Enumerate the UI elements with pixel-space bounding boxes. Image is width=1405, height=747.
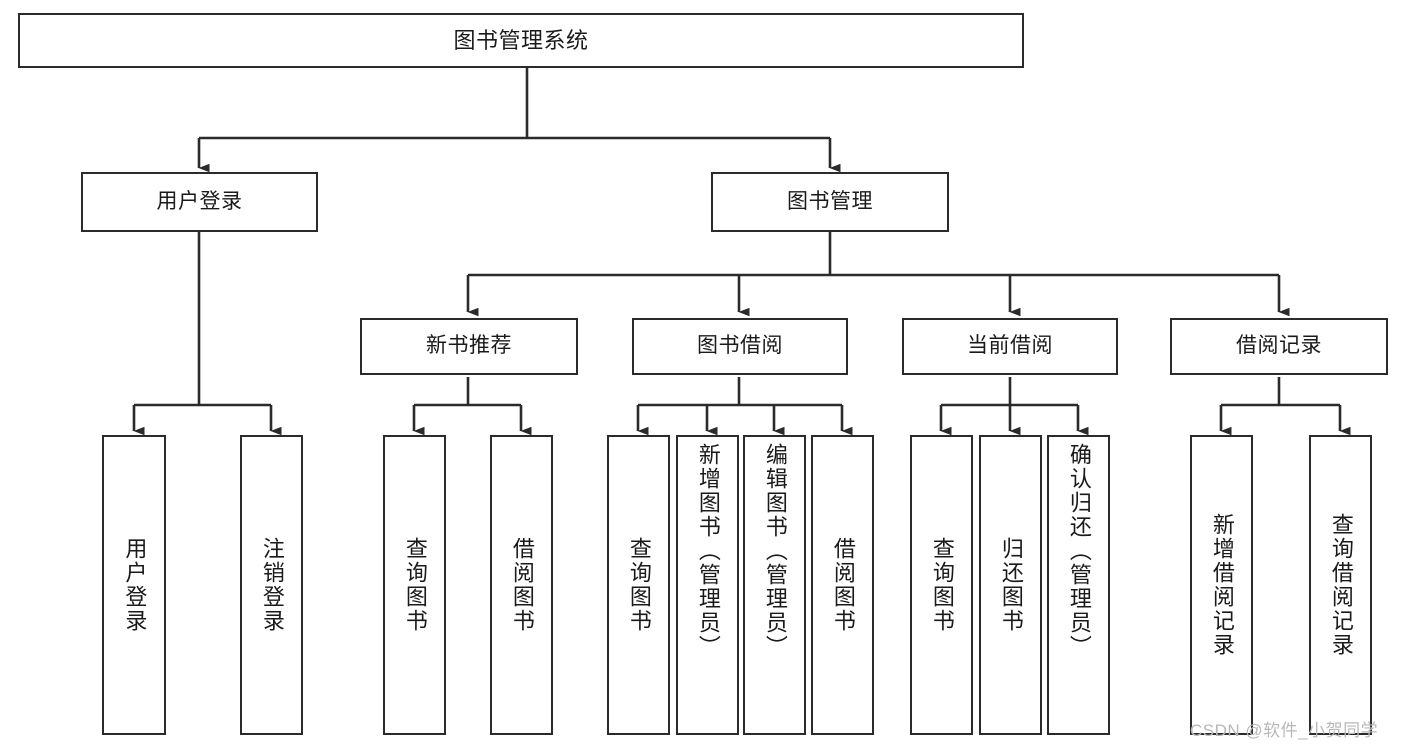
leaf-new-book-borrow[interactable]: 借阅图书 — [490, 435, 553, 735]
leaf-new-book-query[interactable]: 查询图书 — [383, 435, 446, 735]
node-root-system[interactable]: 图书管理系统 — [18, 13, 1024, 68]
leaf-borrow-add-book-admin[interactable]: 新增图书（管理员） — [676, 435, 739, 735]
node-label: 图书借阅 — [697, 334, 783, 358]
node-book-management[interactable]: 图书管理 — [711, 172, 949, 232]
node-new-book-recommendation[interactable]: 新书推荐 — [360, 318, 578, 375]
node-label: 查询图书 — [402, 537, 428, 633]
leaf-borrow-query-book[interactable]: 查询图书 — [607, 435, 670, 735]
node-label: 新增图书（管理员） — [695, 443, 721, 659]
node-label: 注销登录 — [259, 537, 285, 633]
node-book-borrow[interactable]: 图书借阅 — [632, 318, 848, 375]
leaf-current-query-book[interactable]: 查询图书 — [910, 435, 973, 735]
node-label: 借阅图书 — [830, 537, 856, 633]
node-label: 图书管理系统 — [453, 27, 589, 53]
leaf-record-add-record[interactable]: 新增借阅记录 — [1190, 435, 1253, 735]
node-current-borrow[interactable]: 当前借阅 — [902, 318, 1118, 375]
node-label: 查询图书 — [929, 537, 955, 633]
node-label: 图书管理 — [787, 189, 873, 213]
leaf-current-confirm-return-admin[interactable]: 确认归还（管理员） — [1047, 435, 1110, 735]
node-label: 查询借阅记录 — [1328, 513, 1354, 657]
node-borrow-record[interactable]: 借阅记录 — [1170, 318, 1388, 375]
leaf-borrow-edit-book-admin[interactable]: 编辑图书（管理员） — [743, 435, 806, 735]
node-label: 编辑图书（管理员） — [762, 443, 788, 659]
leaf-borrow-borrow-book[interactable]: 借阅图书 — [811, 435, 874, 735]
node-label: 查询图书 — [626, 537, 652, 633]
leaf-user-login-logout[interactable]: 注销登录 — [240, 435, 303, 735]
node-label: 用户登录 — [156, 189, 243, 213]
leaf-record-query-record[interactable]: 查询借阅记录 — [1309, 435, 1372, 735]
node-label: 归还图书 — [998, 537, 1024, 633]
leaf-user-login-login[interactable]: 用户登录 — [102, 435, 166, 735]
node-label: 借阅记录 — [1236, 334, 1322, 358]
node-label: 借阅图书 — [509, 537, 535, 633]
node-label: 新书推荐 — [426, 334, 512, 358]
node-label: 确认归还（管理员） — [1066, 443, 1092, 659]
leaf-current-return-book[interactable]: 归还图书 — [979, 435, 1042, 735]
node-user-login[interactable]: 用户登录 — [81, 172, 318, 232]
node-label: 新增借阅记录 — [1209, 513, 1235, 657]
node-label: 用户登录 — [122, 537, 148, 633]
node-label: 当前借阅 — [967, 334, 1053, 358]
csdn-watermark: CSDN @软件_小贺同学 — [1190, 721, 1379, 740]
